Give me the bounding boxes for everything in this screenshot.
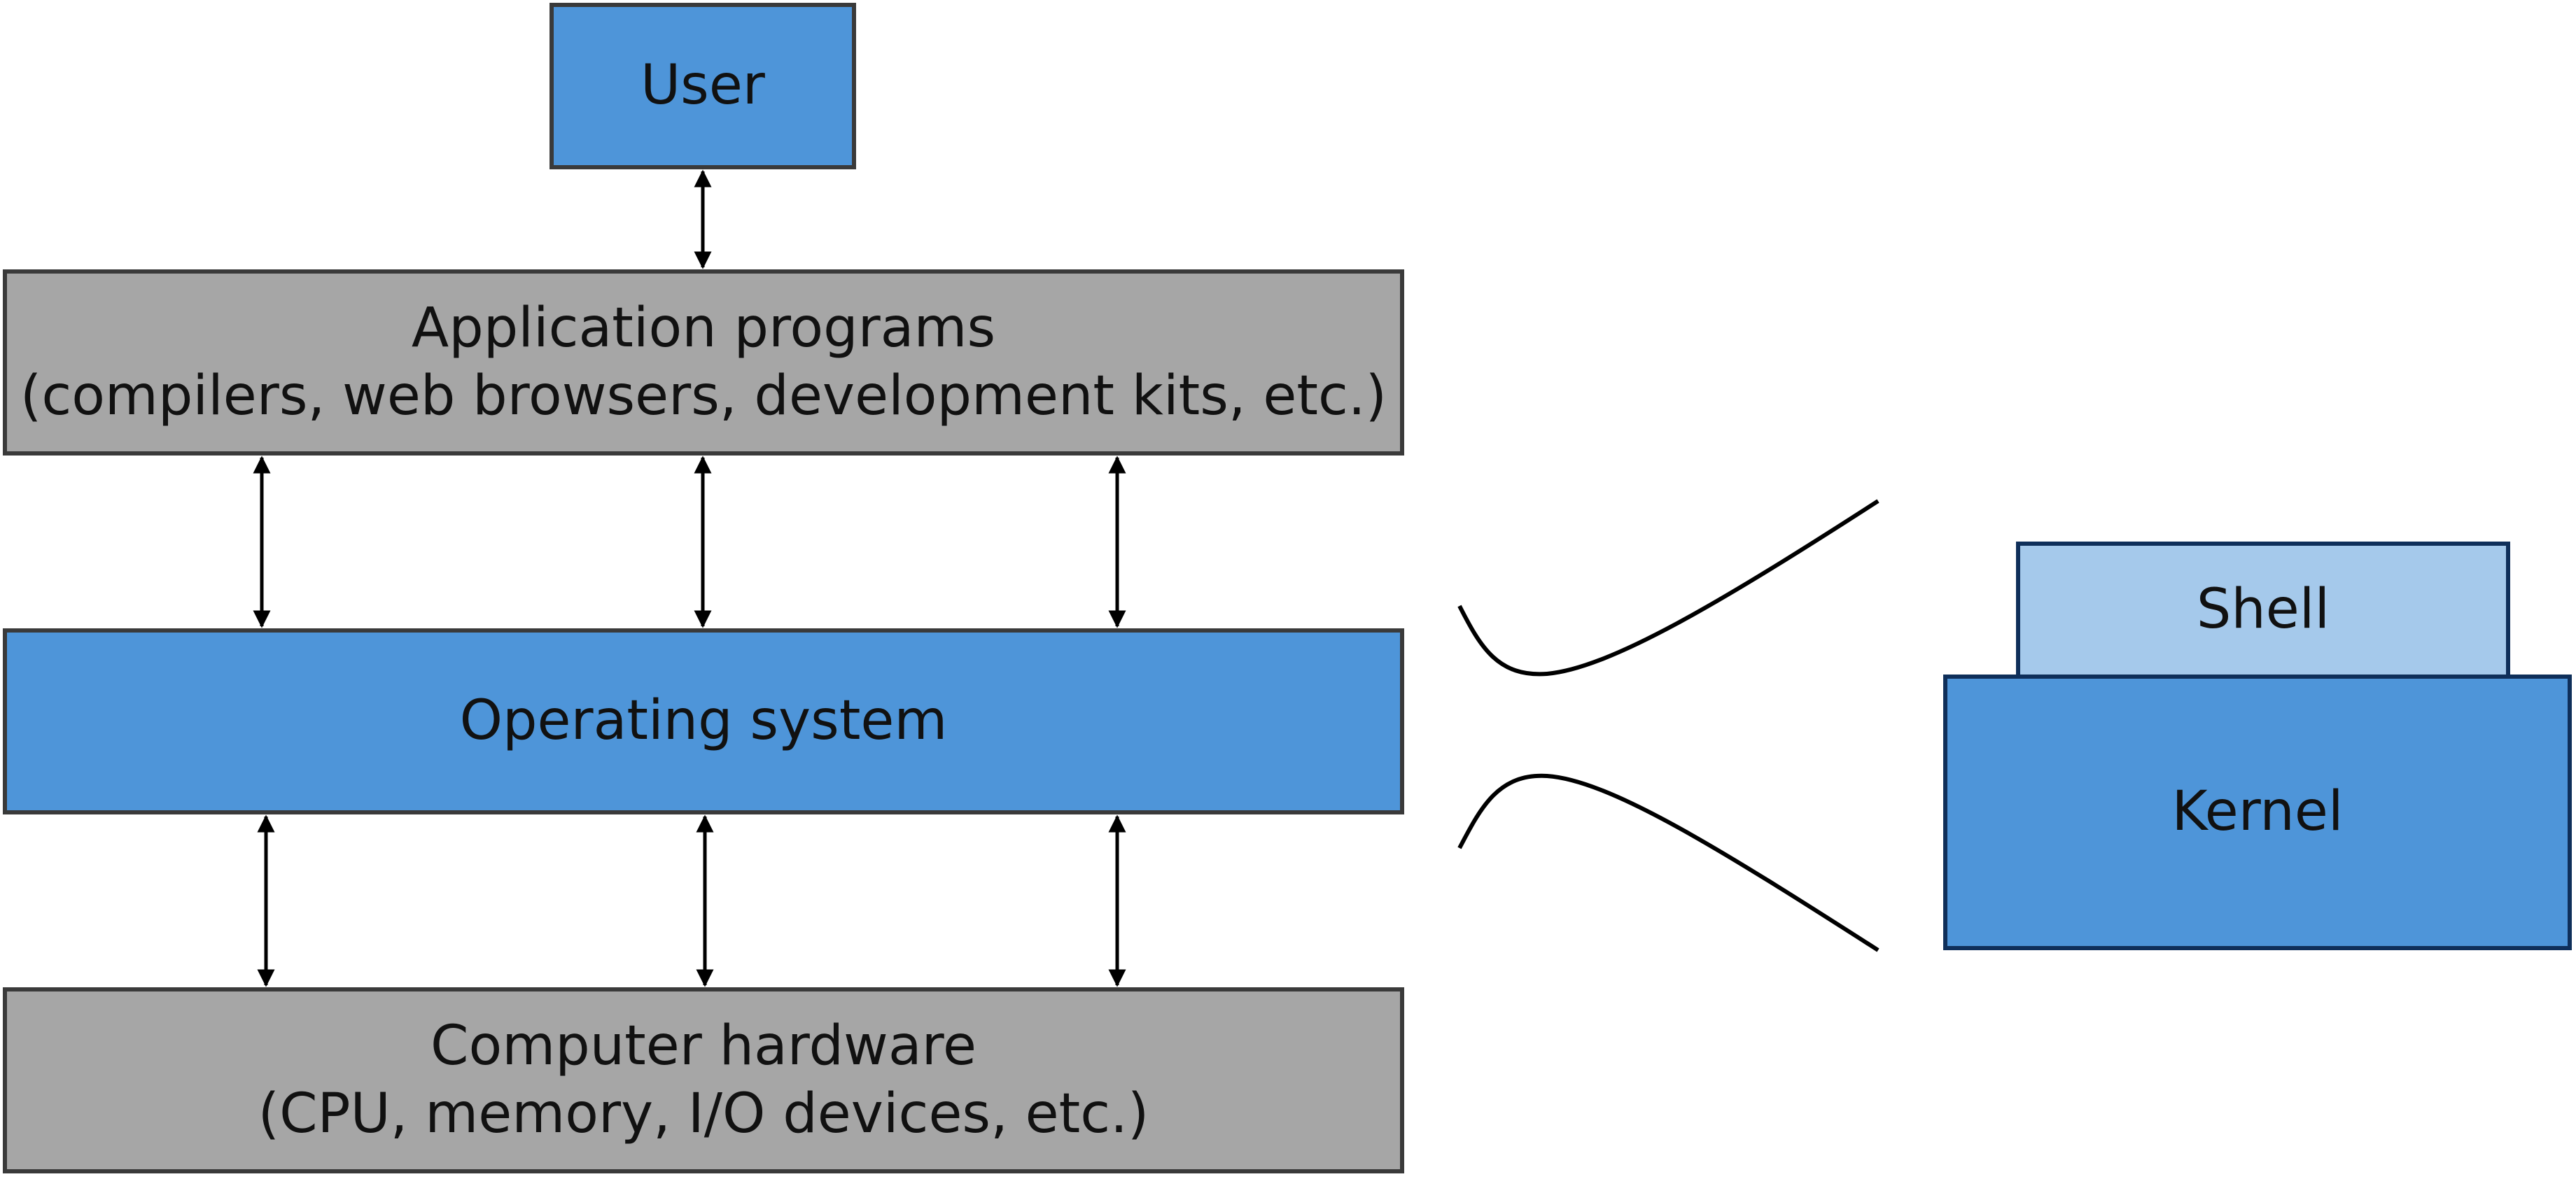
kernel-label: Kernel <box>2171 780 2344 844</box>
application-programs-title: Application programs <box>411 296 996 360</box>
user-label: User <box>640 54 765 118</box>
computer-hardware-box: Computer hardware (CPU, memory, I/O devi… <box>3 987 1404 1173</box>
computer-hardware-subtitle: (CPU, memory, I/O devices, etc.) <box>258 1082 1149 1145</box>
shell-label: Shell <box>2196 578 2330 642</box>
application-programs-subtitle: (compilers, web browsers, development ki… <box>20 365 1387 428</box>
application-programs-box: Application programs (compilers, web bro… <box>3 269 1404 456</box>
zoom-bracket-lower-curve <box>1457 773 1879 952</box>
user-box: User <box>550 3 856 169</box>
operating-system-label: Operating system <box>459 689 948 753</box>
computer-hardware-title: Computer hardware <box>430 1014 976 1078</box>
zoom-bracket-upper-curve <box>1457 499 1879 677</box>
shell-box: Shell <box>2016 542 2510 679</box>
operating-system-box: Operating system <box>3 628 1404 814</box>
kernel-box: Kernel <box>1943 675 2572 950</box>
